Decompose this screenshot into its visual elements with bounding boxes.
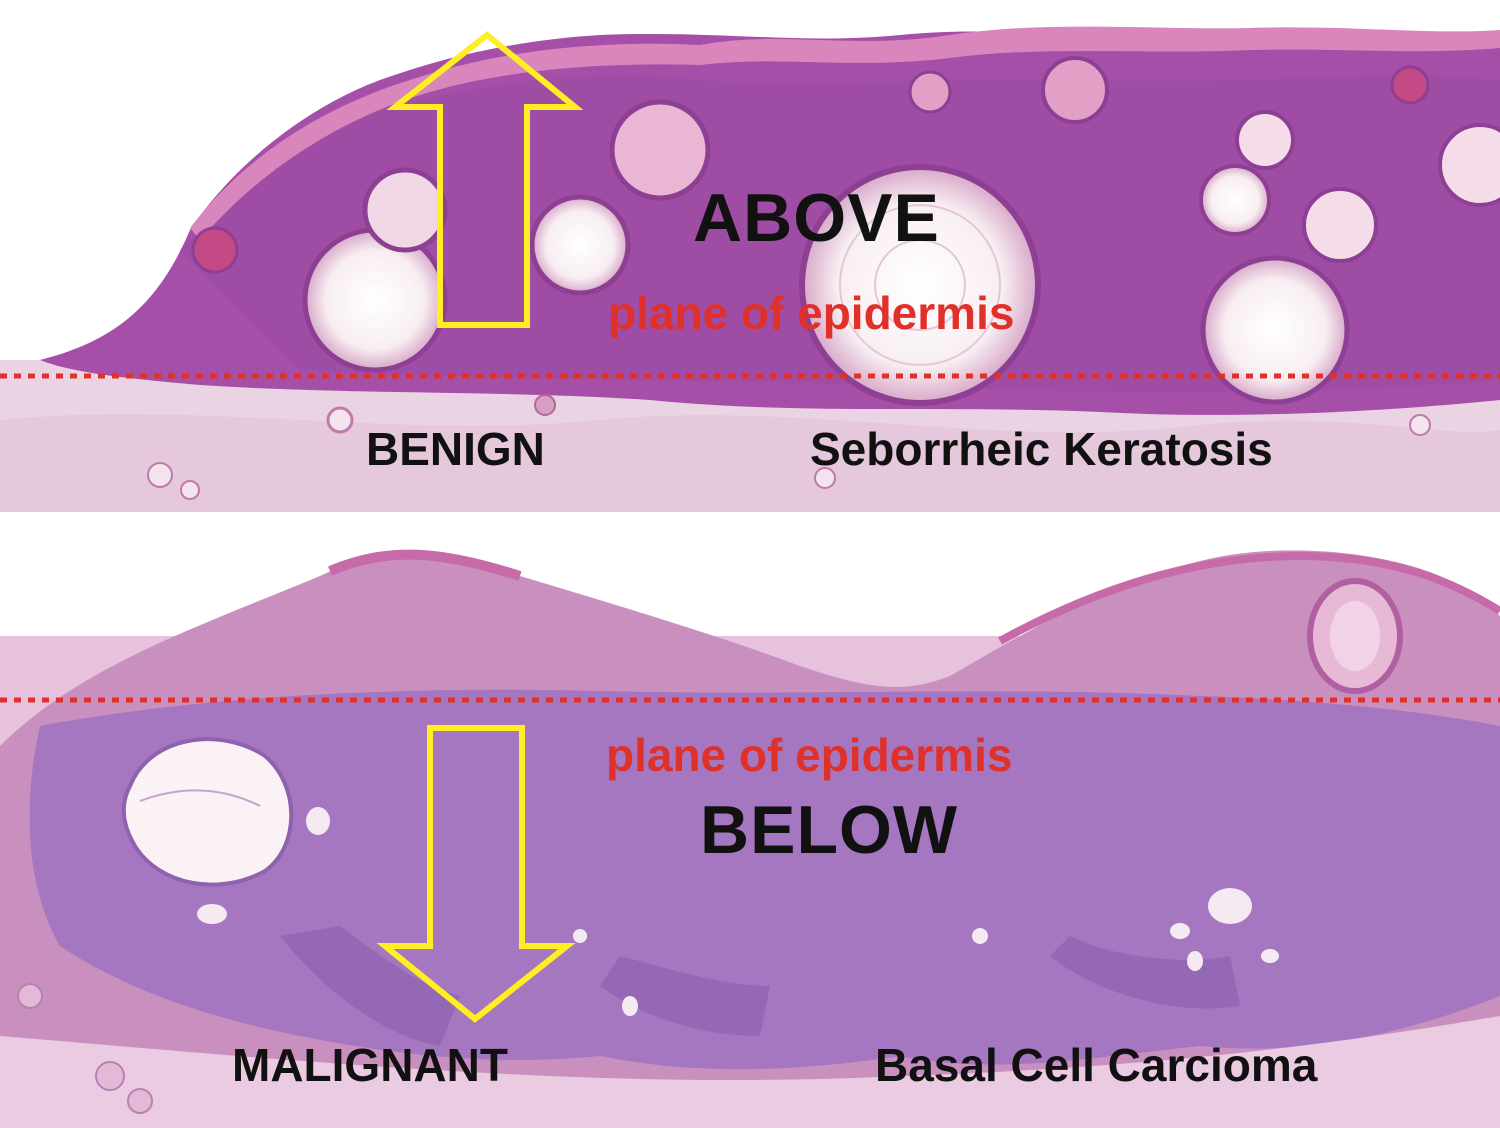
top-histology-panel: ABOVE plane of epidermis BENIGN Seborrhe… [0, 0, 1500, 512]
diagnosis-basal-cell-carcinoma: Basal Cell Carcioma [875, 1039, 1318, 1091]
down-arrow-icon [376, 725, 576, 1023]
bottom-histology-panel: plane of epidermis BELOW MALIGNANT Basal… [0, 516, 1500, 1128]
diagnosis-seborrheic-keratosis: Seborrheic Keratosis [810, 423, 1273, 475]
position-label-below: BELOW [700, 792, 959, 868]
position-label-above: ABOVE [693, 180, 940, 256]
seborrheic-keratosis-image [0, 26, 1500, 512]
plane-label-top: plane of epidermis [608, 287, 1015, 339]
up-arrow-icon [386, 31, 584, 328]
classification-malignant: MALIGNANT [232, 1039, 508, 1091]
basal-cell-carcinoma-image [0, 549, 1500, 1128]
plane-label-bottom: plane of epidermis [606, 729, 1013, 781]
classification-benign: BENIGN [366, 423, 545, 475]
